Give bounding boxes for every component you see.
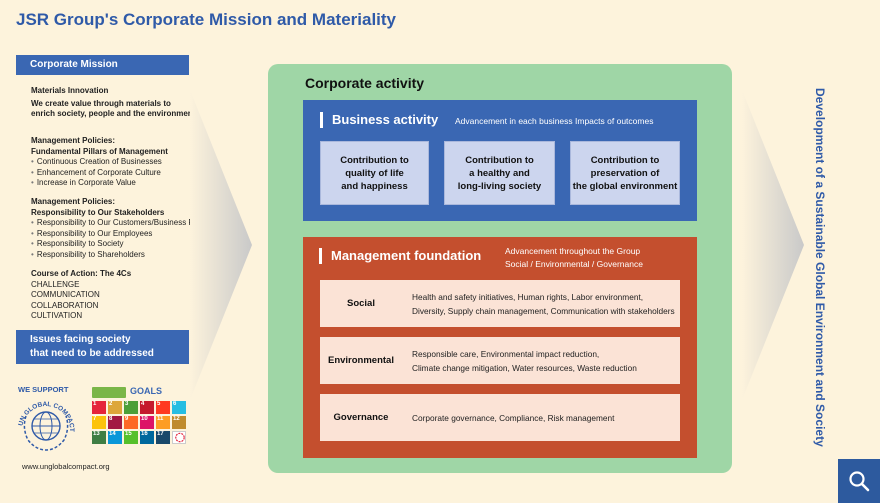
we-support-label: WE SUPPORT — [18, 385, 69, 394]
policies-heading: Management Policies: — [31, 197, 116, 206]
sdg-tile-icon: 8 — [108, 416, 122, 429]
business-activity-title: Business activity — [320, 112, 438, 128]
corporate-mission-label: Corporate Mission — [16, 55, 189, 75]
sdg-tile-icon: 3 — [124, 401, 138, 414]
sdg-tile-icon: 16 — [140, 431, 154, 444]
sdg-wheel-icon — [172, 431, 186, 444]
row-line: Responsible care, Environmental impact r… — [412, 348, 600, 359]
contribution-card-healthy-society: Contribution to a healthy and long-livin… — [444, 141, 555, 205]
sdg-tile-icon: 12 — [172, 416, 186, 429]
card-line: and happiness — [341, 180, 408, 192]
issues-line: Issues facing society — [30, 334, 131, 345]
subtitle-line: Social / Environmental / Governance — [505, 258, 643, 269]
list-item: Responsibility to Shareholders — [31, 250, 219, 261]
sdg-tile-icon: 4 — [140, 401, 154, 414]
policies-heading: Fundamental Pillars of Management — [31, 146, 168, 156]
card-line: Contribution to — [590, 154, 660, 166]
card-line: Contribution to — [465, 154, 534, 166]
card-line: long-living society — [457, 180, 542, 192]
row-label: Environmental — [328, 355, 394, 366]
corporate-activity-title: Corporate activity — [305, 75, 425, 91]
sdg-tile-icon: 5 — [156, 401, 170, 414]
row-line: Corporate governance, Compliance, Risk m… — [412, 412, 615, 423]
course-of-action-block: Course of Action: The 4Cs CHALLENGE COMM… — [31, 269, 131, 322]
contribution-card-global-environment: Contribution to preservation of the glob… — [570, 141, 680, 205]
un-url-link[interactable]: www.unglobalcompact.org — [22, 462, 110, 471]
sustainable-development-label: Development of a Sustainable Global Envi… — [813, 88, 827, 447]
sdg-tile-icon: 17 — [156, 431, 170, 444]
card-line: a healthy and — [469, 167, 530, 179]
list-item: Responsibility to Our Customers/Business… — [31, 218, 219, 229]
sdg-tile-icon: 2 — [108, 401, 122, 414]
course-heading: Course of Action: The 4Cs — [31, 269, 132, 278]
list-item: Increase in Corporate Value — [31, 178, 168, 189]
sdg-goals-label: GOALS — [130, 386, 163, 396]
subtitle-line: Advancement throughout the Group — [505, 246, 641, 256]
arrow-right-icon — [742, 90, 804, 400]
policies-stakeholders-block: Management Policies: Responsibility to O… — [31, 197, 219, 260]
issues-facing-society-label: Issues facing society that need to be ad… — [16, 330, 189, 364]
page-title: JSR Group's Corporate Mission and Materi… — [16, 10, 397, 29]
business-activity-subtitle: Advancement in each business Impacts of … — [455, 116, 654, 126]
policies-heading: Management Policies: — [31, 136, 116, 145]
list-item: Responsibility to Our Employees — [31, 229, 219, 240]
policies-heading: Responsibility to Our Stakeholders — [31, 207, 165, 217]
arrow-right-icon — [190, 90, 252, 400]
svg-text:UN GLOBAL COMPACT: UN GLOBAL COMPACT — [17, 401, 75, 432]
list-item: COMMUNICATION — [31, 290, 100, 299]
list-item: COLLABORATION — [31, 300, 99, 310]
un-logo-text: UN GLOBAL COMPACT — [17, 401, 75, 432]
card-line: the global environment — [572, 180, 678, 192]
sdg-tile-icon: 6 — [172, 401, 186, 414]
list-item: CHALLENGE — [31, 279, 80, 289]
row-description: Health and safety initiatives, Human rig… — [412, 280, 675, 327]
row-label: Social — [347, 298, 375, 309]
management-foundation-title: Management foundation — [319, 248, 481, 264]
sdg-goals-grid: 1 2 3 4 5 6 7 8 9 10 11 12 13 14 15 16 1… — [92, 401, 188, 444]
policies-fundamental-block: Management Policies: Fundamental Pillars… — [31, 136, 168, 189]
row-line: Climate change mitigation, Water resourc… — [412, 362, 637, 373]
sdg-tile-icon: 15 — [124, 431, 138, 444]
list-item: Responsibility to Society — [31, 239, 219, 250]
list-item: CULTIVATION — [31, 311, 83, 320]
row-description: Responsible care, Environmental impact r… — [412, 337, 637, 384]
social-row: Social Health and safety initiatives, Hu… — [320, 280, 680, 327]
sdg-tile-icon: 1 — [92, 401, 106, 414]
list-item: Enhancement of Corporate Culture — [31, 168, 168, 179]
management-foundation-subtitle: Advancement throughout the Group Social … — [505, 245, 643, 270]
sdg-header: GOALS — [92, 386, 180, 400]
mission-text-block: Materials Innovation We create value thr… — [31, 86, 198, 120]
innovation-line: We create value through materials to — [31, 98, 171, 108]
row-description: Corporate governance, Compliance, Risk m… — [412, 394, 614, 441]
card-line: Contribution to — [340, 154, 409, 166]
search-icon — [849, 471, 870, 492]
sdg-tile-icon: 14 — [108, 431, 122, 444]
environmental-row: Environmental Responsible care, Environm… — [320, 337, 680, 384]
sdg-tile-icon: 7 — [92, 416, 106, 429]
search-button[interactable] — [838, 459, 880, 503]
card-line: preservation of — [590, 167, 660, 179]
governance-row: Governance Corporate governance, Complia… — [320, 394, 680, 441]
list-item: Continuous Creation of Businesses — [31, 157, 168, 168]
row-line: Health and safety initiatives, Human rig… — [412, 291, 644, 302]
row-label: Governance — [333, 412, 389, 423]
card-line: quality of life — [345, 167, 404, 179]
contribution-card-quality-of-life: Contribution to quality of life and happ… — [320, 141, 429, 205]
sdg-tile-icon: 9 — [124, 416, 138, 429]
sdg-tile-icon: 11 — [156, 416, 170, 429]
issues-line: that need to be addressed — [30, 348, 154, 359]
un-global-compact-icon: UN GLOBAL COMPACT — [17, 401, 75, 451]
row-line: Diversity, Supply chain management, Comm… — [412, 305, 675, 316]
sdg-tile-icon: 10 — [140, 416, 154, 429]
sdg-tile-icon: 13 — [92, 431, 106, 444]
innovation-heading: Materials Innovation — [31, 86, 109, 95]
innovation-line: enrich society, people and the environme… — [31, 109, 198, 118]
